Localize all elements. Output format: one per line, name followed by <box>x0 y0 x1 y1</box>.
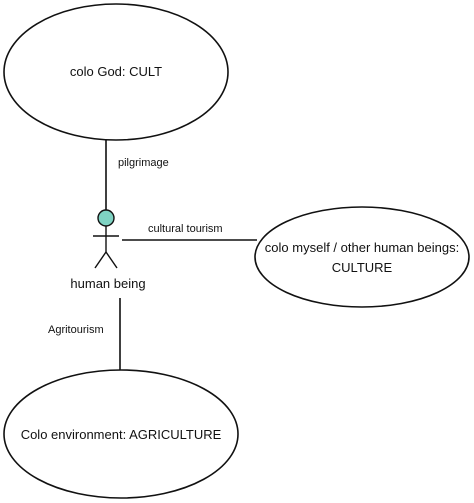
cultural-tourism-label: cultural tourism <box>148 223 223 235</box>
culture-use-case-label-line2: CULTURE <box>332 260 393 275</box>
actor-head <box>97 209 115 227</box>
culture-use-case-label-line1: colo myself / other human beings: <box>265 240 459 255</box>
cult-use-case-label: colo God: CULT <box>70 64 162 79</box>
agritourism-label: Agritourism <box>48 324 104 336</box>
actor-label: human being <box>70 276 145 291</box>
stick-figure-icon <box>93 209 119 269</box>
cult-use-case-ellipse <box>3 3 229 141</box>
agriculture-use-case-label: Colo environment: AGRICULTURE <box>21 427 222 442</box>
culture-use-case-ellipse <box>254 206 470 308</box>
pilgrimage-label: pilgrimage <box>118 157 169 169</box>
agriculture-use-case-ellipse <box>3 369 239 499</box>
